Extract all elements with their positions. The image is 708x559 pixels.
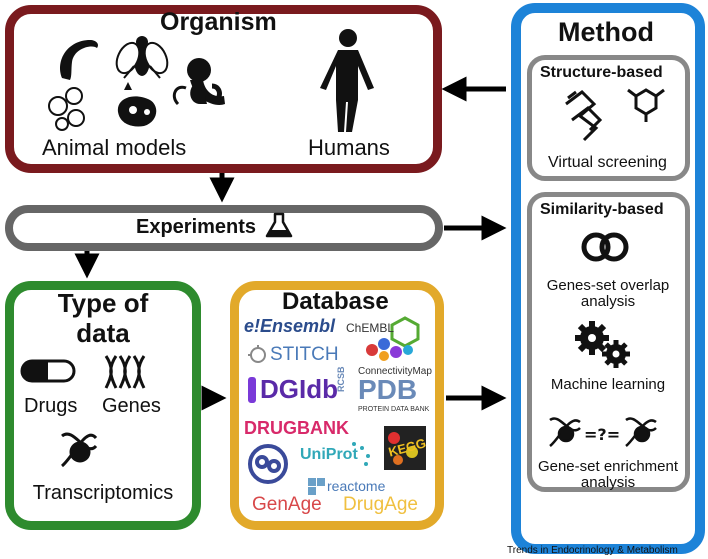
gene-set-enrichment-label: Gene-set enrichment	[537, 458, 679, 475]
gene-set-enrichment-analysis-label: analysis	[580, 474, 636, 491]
transcriptome-icon-right	[625, 417, 657, 447]
connectivitymap-bubbles-icon	[366, 338, 413, 361]
genage-logo: GenAge	[252, 494, 322, 515]
method-title: Method	[558, 17, 654, 47]
organism-title: Organism	[160, 8, 277, 36]
pill-icon	[20, 359, 76, 383]
human-icon	[320, 29, 374, 132]
reactome-logo: reactome	[327, 478, 386, 494]
cells-icon	[48, 87, 85, 131]
animal-models-label: Animal models	[42, 135, 187, 160]
drugbank-logo: DRUGBANK	[244, 418, 349, 438]
protein-structure-icon	[565, 90, 603, 142]
go-icon	[248, 444, 288, 484]
dna-icon	[104, 355, 146, 389]
type-of-data-title-line1: Type of	[57, 288, 149, 318]
journal-credit: Trends in Endocrinology & Metabolism	[507, 545, 678, 556]
type-of-data-box	[5, 281, 201, 530]
flask-icon	[265, 212, 293, 238]
fly-icon	[115, 36, 169, 79]
genes-set-overlap-label: Genes-set overlap	[546, 277, 670, 294]
transcriptomics-label: Transcriptomics	[32, 482, 174, 504]
genes-label: Genes	[102, 395, 161, 417]
overlap-rings-icon	[581, 232, 629, 262]
molecule-icon	[627, 88, 665, 122]
uniprot-logo: UniProt	[300, 446, 358, 463]
rcsb-logo: RCSB	[336, 366, 346, 392]
humans-label: Humans	[308, 135, 390, 160]
virtual-screening-label: Virtual screening	[548, 154, 667, 171]
transcriptome-icon-left	[549, 417, 581, 447]
genes-set-overlap-analysis-label: analysis	[580, 293, 636, 310]
similarity-based-title: Similarity-based	[540, 201, 664, 218]
ensembl-logo: e!Ensembl	[244, 316, 336, 336]
dgidb-icon	[248, 377, 256, 403]
drugs-label: Drugs	[24, 395, 78, 417]
experiments-bar	[5, 205, 443, 251]
machine-learning-label: Machine learning	[550, 376, 666, 393]
database-title: Database	[282, 288, 389, 315]
transcriptomics-icon	[60, 432, 98, 468]
type-of-data-title-line2: data	[76, 318, 130, 348]
pdb-logo: PDB	[358, 374, 418, 405]
chembl-logo: ChEMBL	[346, 321, 395, 335]
chembl-hexagon-icon	[390, 316, 420, 348]
worm-icon	[60, 40, 99, 80]
connectivitymap-logo: ConnectivityMap	[358, 366, 432, 377]
experiments-label: Experiments	[136, 216, 257, 238]
reactome-icon	[308, 478, 325, 495]
dgidb-logo: DGIdb	[260, 374, 338, 404]
stitch-icon	[248, 345, 266, 363]
protein-data-bank-logo: PROTEIN DATA BANK	[358, 406, 430, 413]
gears-icon	[575, 321, 630, 368]
uniprot-dots-icon	[352, 442, 370, 466]
database-box	[230, 281, 444, 530]
rodent-skull-icon	[117, 82, 157, 127]
monkey-icon	[172, 58, 225, 106]
structure-based-box	[527, 55, 690, 181]
drugage-logo: DrugAge	[343, 494, 418, 515]
compare-equals-icon: =?=	[584, 425, 620, 444]
structure-based-title: Structure-based	[540, 64, 663, 81]
stitch-logo: STITCH	[270, 344, 339, 365]
kegg-icon	[384, 426, 426, 470]
svg-text:=?=: =?=	[584, 425, 620, 444]
